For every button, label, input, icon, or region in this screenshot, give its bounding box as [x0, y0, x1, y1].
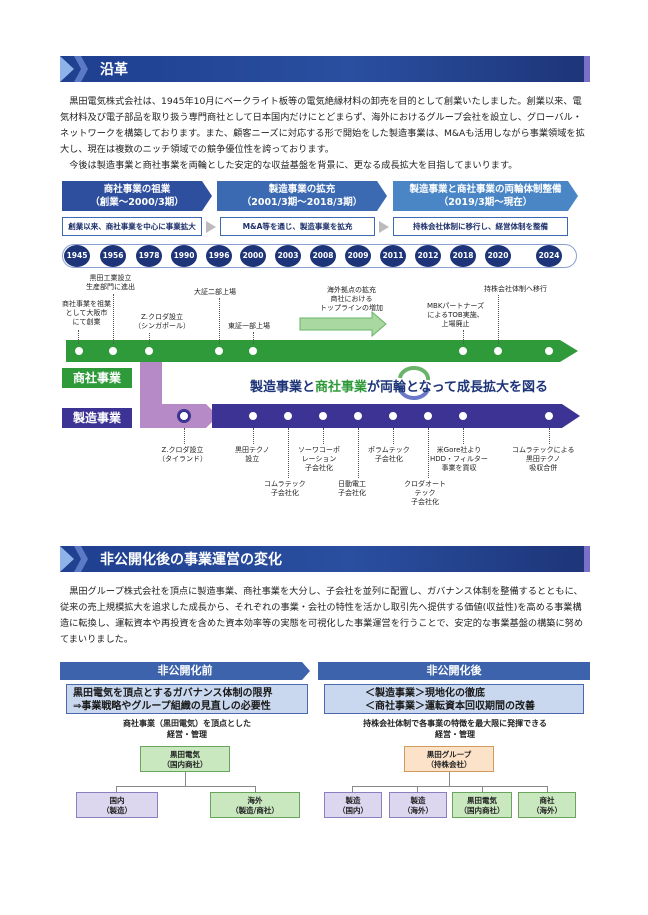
- manufacturing-event-label: Z.クロダ設立 （タイランド）: [158, 446, 207, 463]
- org-node-kuroda-denki: 黒田電気 （国内商社）: [140, 746, 230, 772]
- manufacturing-event-label: 米Gore社より HDD・フィルター 事業を買収: [430, 446, 488, 472]
- trading-event-label: MBKパートナーズ によるTOB実施、 上場廃止: [427, 302, 485, 328]
- manufacturing-event-label: ポラムテック 子会社化: [368, 446, 410, 463]
- trading-event-dot: [491, 344, 505, 358]
- org-node-kuroda-denki-domestic: 黒田電気 （国内商社）: [452, 792, 512, 818]
- trading-event-label: Z.クロダ設立 （シンガポール）: [134, 313, 190, 330]
- section-title: 非公開化後の事業運営の変化: [100, 552, 282, 568]
- org-node-mfg-overseas: 製造 （海外）: [389, 792, 447, 818]
- trading-event-label: 海外拠点の拡充 商社における トップラインの増加: [320, 286, 383, 312]
- trading-event-label: 東証一部上場: [228, 322, 270, 330]
- before-heading: 非公開化前: [60, 662, 310, 680]
- year-badge: 2009: [345, 245, 371, 267]
- year-badge: 2000: [240, 245, 266, 267]
- before-subtitle: 商社事業（黒田電気）を頂点とした 経営・管理: [123, 719, 251, 739]
- year-badge: 2024: [536, 245, 562, 267]
- year-badge: 1945: [64, 245, 90, 267]
- after-improvement-box: ＜製造事業＞現地化の徹底 ＜商社事業＞運転資本回収期間の改善: [324, 684, 584, 714]
- manufacturing-event-dot: [351, 409, 365, 423]
- year-badge: 2012: [415, 245, 441, 267]
- year-badge: 1978: [136, 245, 162, 267]
- year-badge: 2018: [450, 245, 476, 267]
- org-node-kuroda-group: 黒田グループ （持株会社）: [404, 746, 494, 772]
- trading-event-dot: [542, 344, 556, 358]
- phase-1: 商社事業の祖業 （創業～2000/3期）: [62, 181, 212, 211]
- phase-3-strategy: 持株会社体制に移行し、経営体制を整備: [393, 217, 568, 236]
- year-badge: 1990: [171, 245, 197, 267]
- trading-event-dot: [142, 344, 156, 358]
- trading-event-label: 持株会社体制へ移行: [484, 285, 547, 293]
- year-badge: 2003: [275, 245, 301, 267]
- post-privatization-paragraph: 黒田グループ株式会社を頂点に製造事業、商社事業を大分し、子会社を並列に配置し、ガ…: [60, 586, 584, 645]
- overseas-expansion-arrow: [299, 310, 387, 338]
- trading-event-label: 大証二部上場: [194, 288, 236, 296]
- cycle-arrow-icon: [397, 385, 430, 401]
- tagline: 製造事業と商社事業が両輪となって成長拡大を図る: [250, 380, 549, 395]
- manufacturing-event-dot: [281, 409, 295, 423]
- trading-event-label: 商社事業を祖業 として大阪市 にて創業: [62, 300, 111, 326]
- phase-3: 製造事業と商社事業の両輪体制整備 （2019/3期～現在）: [393, 181, 578, 211]
- org-node-overseas: 海外 （製造/商社）: [210, 792, 300, 818]
- manufacturing-event-dot: [386, 409, 400, 423]
- transition-bar: [140, 358, 162, 418]
- manufacturing-event-dot: [456, 409, 470, 423]
- manufacturing-event-label: ソーワコーポ レーション 子会社化: [298, 446, 340, 472]
- trading-event-dot: [246, 344, 260, 358]
- trading-event-dot: [456, 344, 470, 358]
- chevron-decor-icon: [60, 56, 74, 82]
- manufacturing-event-label: クロダオート テック 子会社化: [404, 480, 446, 506]
- org-node-domestic: 国内 （製造）: [76, 792, 158, 818]
- year-badge: 2008: [310, 245, 336, 267]
- manufacturing-segment-label: 製造事業: [62, 408, 132, 428]
- manufacturing-event-dot: [246, 409, 260, 423]
- phase-2: 製造事業の拡充 （2001/3期～2018/3期）: [217, 181, 387, 211]
- trading-event-label: 黒田工業設立 生産部門に進出: [86, 274, 135, 291]
- after-subtitle: 持株会社体制で各事業の特徴を最大限に発揮できる 経営・管理: [363, 719, 547, 739]
- section-header-post-privatization: 非公開化後の事業運営の変化: [60, 546, 590, 572]
- phase-1-strategy: 創業以来、商社事業を中心に事業拡大: [62, 217, 202, 236]
- chevron-decor-icon: [74, 546, 88, 572]
- manufacturing-event-label: コムラテックによる 黒田テクノ 吸収合併: [512, 446, 575, 472]
- org-node-mfg-domestic: 製造 （国内）: [324, 792, 382, 818]
- year-badge: 1996: [206, 245, 232, 267]
- manufacturing-event-label: 黒田テクノ 設立: [235, 446, 270, 463]
- before-issue-box: 黒田電気を頂点とするガバナンス体制の限界 ⇒事業戦略やグループ組織の見直しの必要…: [66, 684, 308, 714]
- arrow-right-icon: [206, 221, 216, 233]
- trading-event-dot: [106, 344, 120, 358]
- trading-event-dot: [72, 344, 86, 358]
- year-band: [62, 244, 577, 268]
- arrow-right-icon: [379, 221, 389, 233]
- manufacturing-event-dot: [421, 409, 435, 423]
- chevron-decor-icon: [74, 56, 88, 82]
- trading-arrow: [66, 340, 578, 362]
- year-badge: 2011: [380, 245, 406, 267]
- year-badge: 2020: [485, 245, 511, 267]
- manufacturing-event-dot: [177, 409, 191, 423]
- trading-segment-label: 商社事業: [62, 368, 132, 388]
- trading-event-dot: [212, 344, 226, 358]
- chevron-decor-icon: [60, 546, 74, 572]
- org-node-trading-overseas: 商社 （海外）: [518, 792, 576, 818]
- manufacturing-event-dot: [542, 409, 556, 423]
- section-header-history: 沿革: [60, 56, 590, 82]
- manufacturing-event-label: 日動電工 子会社化: [338, 480, 366, 497]
- manufacturing-event-label: コムラテック 子会社化: [264, 480, 306, 497]
- phase-2-strategy: M&A等を通じ、製造事業を拡充: [220, 217, 375, 236]
- section-title: 沿革: [100, 62, 128, 78]
- cycle-arrow-icon: [398, 365, 431, 381]
- after-heading: 非公開化後: [318, 662, 590, 680]
- year-badge: 1956: [100, 245, 126, 267]
- manufacturing-event-dot: [316, 409, 330, 423]
- history-paragraph: 黒田電気株式会社は、1945年10月にベークライト板等の電気絶縁材料の卸売を目的…: [60, 96, 585, 171]
